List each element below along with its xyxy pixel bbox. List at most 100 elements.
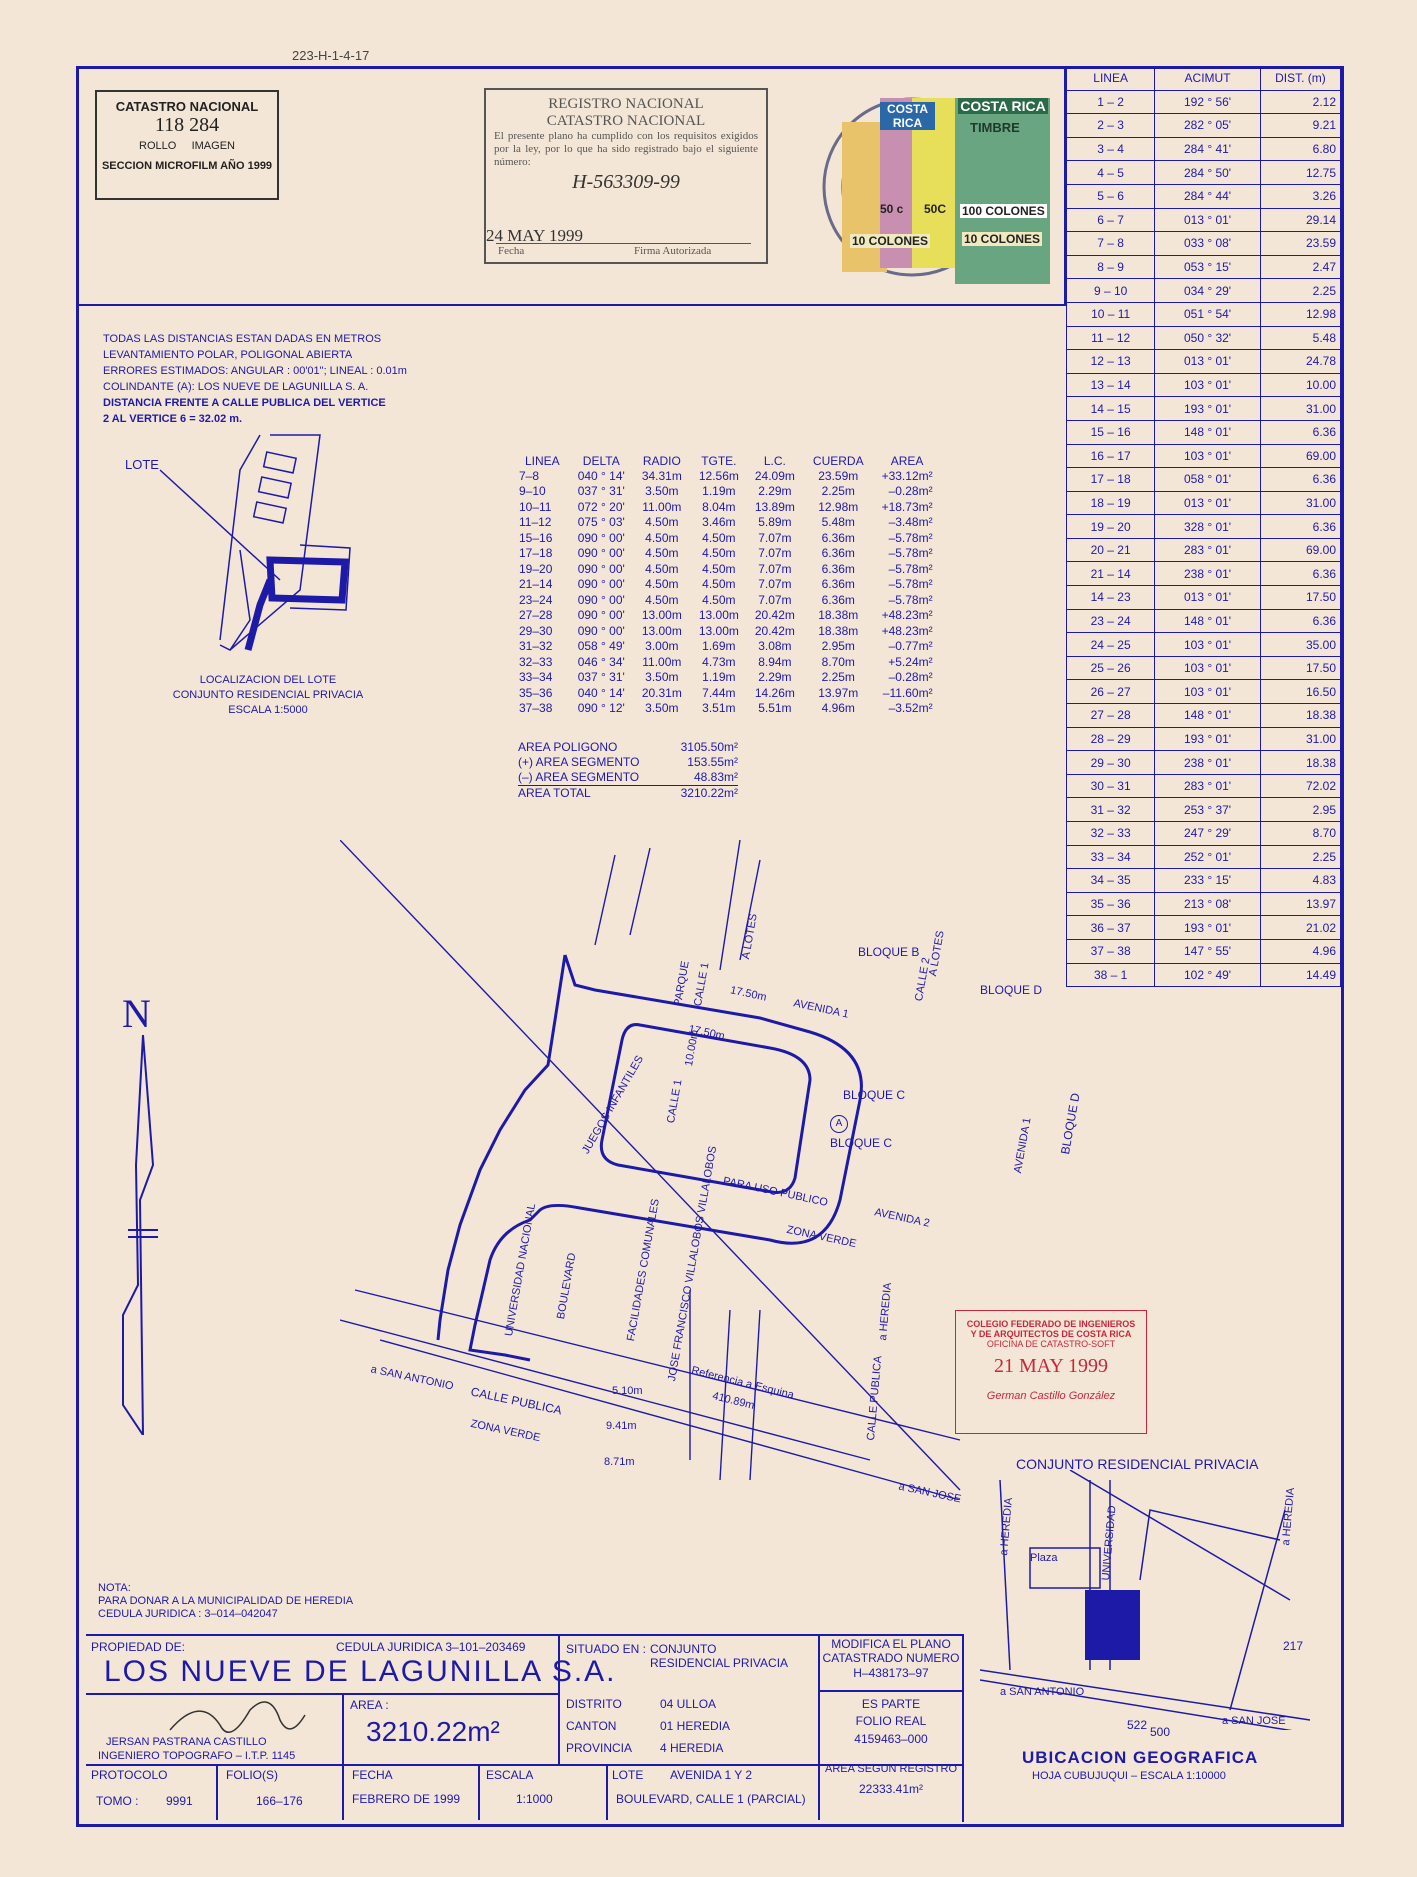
geo-500: 500 (1150, 1725, 1171, 1739)
azimuth-dist: 18.38 (1259, 750, 1342, 775)
tb-surveyor: JERSAN PASTRANA CASTILLO (106, 1736, 267, 1748)
curve-delta: 037 ° 31' (577, 670, 625, 685)
tb-tomo: 9991 (166, 1794, 193, 1808)
curve-cuerda: 23.59m (818, 468, 859, 483)
curve-cuerda: 6.36m (821, 561, 855, 576)
dim-871: 8.71m (604, 1456, 635, 1468)
azimuth-acimut: 148 ° 01' (1154, 608, 1261, 634)
curve-area: +5.24m² (888, 654, 933, 669)
registry-sign-line (496, 243, 751, 244)
curve-lc: 13.89m (754, 499, 795, 514)
curve-delta: 037 ° 31' (577, 484, 625, 499)
red-approval-stamp: COLEGIO FEDERADO DE INGENIEROS Y DE ARQU… (955, 1310, 1147, 1434)
curve-area: –0.28m² (888, 484, 933, 499)
azimuth-dist: 31.00 (1259, 726, 1342, 752)
tb-area-registro-label: AREA SEGUN REGISTRO (824, 1763, 958, 1775)
curve-linea: 33–34 (519, 670, 553, 685)
curve-tgte: 3.46m (702, 515, 736, 530)
curve-cuerda: 18.38m (818, 623, 859, 638)
curve-header-linea: LINEA (525, 453, 560, 468)
azimuth-acimut: 193 ° 01' (1154, 396, 1261, 421)
curve-cuerda: 12.98m (818, 499, 859, 514)
curve-delta: 072 ° 20' (577, 499, 625, 514)
tb-provincia-label: PROVINCIA (566, 1741, 633, 1755)
tb-distrito-label: DISTRITO (566, 1697, 622, 1711)
minimap-caption-2: CONJUNTO RESIDENCIAL PRIVACIA (172, 689, 364, 701)
azimuth-dist: 18.38 (1259, 703, 1342, 728)
azimuth-line: 28 – 29 (1065, 726, 1156, 752)
azimuth-acimut: 050 ° 32' (1154, 325, 1261, 351)
geo-title: CONJUNTO RESIDENCIAL PRIVACIA (1016, 1456, 1259, 1472)
curve-area: –5.78m² (888, 577, 933, 592)
azimuth-line: 24 – 25 (1065, 632, 1156, 657)
geo-hoja: HOJA CUBUJUQUI – ESCALA 1:10000 (1032, 1770, 1226, 1782)
registry-title-2: CATASTRO NACIONAL (546, 113, 706, 129)
label-bloque-c-1: BLOQUE C (843, 1088, 906, 1102)
colindante-marker: A (830, 1115, 848, 1133)
tb-folios: 166–176 (256, 1794, 303, 1808)
tb-vline-6 (606, 1764, 608, 1820)
azimuth-acimut: 103 ° 01' (1154, 679, 1261, 705)
curve-cuerda: 13.97m (818, 685, 859, 700)
curve-radio: 13.00m (641, 623, 682, 638)
tb-area-label: AREA : (350, 1698, 389, 1712)
azimuth-acimut: 238 ° 01' (1154, 750, 1261, 775)
red-stamp-name: German Castillo González (986, 1390, 1116, 1402)
curve-radio: 11.00m (642, 654, 682, 669)
curve-cuerda: 8.70m (821, 654, 855, 669)
sheet-frame (76, 66, 1344, 1827)
curve-delta: 090 ° 12' (577, 701, 625, 716)
azimuth-acimut: 013 ° 01' (1154, 349, 1261, 374)
azimuth-line: 18 – 19 (1065, 490, 1156, 516)
note-line-3: ERRORES ESTIMADOS: ANGULAR : 00'01"; LIN… (103, 365, 407, 377)
azimuth-dist: 29.14 (1259, 207, 1342, 233)
note-line-4: COLINDANTE (A): LOS NUEVE DE LAGUNILLA S… (103, 381, 369, 393)
azimuth-acimut: 247 ° 29' (1154, 821, 1261, 846)
curve-area: –5.78m² (888, 530, 933, 545)
curve-delta: 090 ° 00' (577, 623, 625, 638)
curve-linea: 32–33 (519, 654, 553, 669)
curve-linea: 23–24 (519, 592, 553, 607)
azimuth-dist: 8.70 (1259, 821, 1342, 846)
tb-line-2 (86, 1764, 962, 1766)
azimuth-acimut: 102 ° 49' (1154, 962, 1261, 988)
curve-tgte: 4.50m (702, 546, 736, 561)
azimuth-dist: 16.50 (1259, 679, 1342, 705)
note-line-5: DISTANCIA FRENTE A CALLE PUBLICA DEL VER… (103, 397, 386, 409)
curve-cuerda: 5.48m (821, 515, 855, 530)
tb-folio-real-num: 4159463–000 (854, 1732, 928, 1746)
azimuth-acimut: 193 ° 01' (1154, 726, 1261, 752)
tb-vline-3 (342, 1693, 344, 1820)
azimuth-line: 21 – 14 (1065, 561, 1156, 587)
registry-body: El presente plano ha cumplido con los re… (494, 130, 758, 168)
curve-delta: 090 ° 00' (577, 592, 625, 607)
area-minus-value: 48.83m² (693, 770, 738, 784)
curve-header-radio: RADIO (642, 453, 681, 468)
curve-radio: 4.50m (645, 546, 679, 561)
tb-vline-2 (818, 1634, 820, 1820)
azimuth-line: 10 – 11 (1065, 301, 1156, 327)
azimuth-acimut: 033 ° 08' (1154, 231, 1261, 256)
azimuth-line: 3 – 4 (1065, 136, 1156, 162)
tb-situado-label: SITUADO EN : (566, 1642, 647, 1656)
curve-cuerda: 2.25m (821, 670, 855, 685)
curve-area: +18.73m² (881, 499, 933, 514)
azimuth-dist: 17.50 (1259, 655, 1342, 681)
tax-stamps: COSTA RICA COSTA RICA TIMBRE 50 c 50C 10… (792, 92, 1064, 292)
curve-lc: 7.07m (758, 561, 792, 576)
minimap-caption-3: ESCALA 1:5000 (228, 704, 308, 716)
